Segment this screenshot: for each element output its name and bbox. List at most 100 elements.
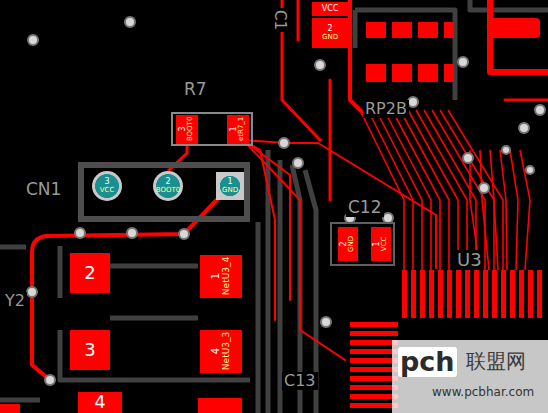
copper-pad [392, 22, 412, 38]
pad-text-group: C12 [346, 198, 384, 217]
net-name: GND [322, 34, 338, 41]
ic-pin [350, 394, 398, 399]
component-outline: R73BOOT01etR7_1 [171, 112, 253, 146]
ic-pin [465, 270, 470, 318]
pad-text-group: R7 [182, 80, 209, 99]
via [279, 138, 289, 148]
via [75, 228, 85, 238]
through-hole-pad: 1GND [216, 172, 244, 200]
via [458, 57, 468, 67]
ic-pin [474, 270, 479, 318]
copper-trace [408, 110, 458, 270]
copper-trace [368, 110, 413, 270]
pin-number: 1 [211, 273, 222, 279]
board-outline-traces [470, 0, 548, 10]
copper-trace [392, 110, 440, 270]
via [28, 35, 38, 45]
pin-number: 4 [211, 348, 222, 354]
via [125, 17, 135, 27]
pad-text-group: 3 [84, 341, 95, 360]
component-outline: C122GND1VCC [330, 222, 395, 266]
board-outline-traces [355, 10, 455, 100]
net-name: BOOT0 [188, 117, 195, 141]
copper-pad [392, 64, 412, 82]
smd-pad: 2GND [312, 18, 348, 48]
board-outline-traces [58, 246, 63, 298]
smd-pad: 2 [70, 253, 110, 293]
via [502, 146, 510, 154]
component-designator: Y2 [3, 292, 27, 310]
copper-trace [416, 110, 467, 270]
via [519, 123, 529, 133]
pin-number: 1 [373, 241, 381, 246]
pad-text-group: 1VCC [373, 237, 389, 252]
smd-pad: 1etR7_1 [227, 115, 249, 144]
pin-number: VCC [322, 5, 339, 13]
component-designator: R7 [184, 80, 207, 99]
copper-pad [366, 64, 386, 82]
via [479, 183, 489, 193]
copper-pad [418, 22, 438, 38]
ic-pin [519, 270, 524, 318]
ic-pin [411, 270, 416, 318]
pin-number: 2 [84, 264, 95, 283]
via [535, 105, 545, 115]
pad-text-group: 1etR7_1 [230, 117, 246, 141]
ic-pin [350, 403, 398, 408]
pin-number: 3 [179, 126, 187, 131]
ic-pin [350, 340, 398, 345]
via [179, 229, 189, 239]
ic-pin [456, 270, 461, 318]
smd-pad: VCC [312, 2, 348, 16]
ic-pin [438, 270, 443, 318]
pin-number: 3 [104, 178, 109, 186]
via [293, 158, 303, 168]
copper-pad [488, 18, 540, 38]
through-hole-pad: 3VCC [92, 171, 122, 201]
ic-pin [350, 376, 398, 381]
through-hole-pad: 2BOOT0 [153, 171, 183, 201]
net-name: GND [349, 236, 356, 252]
smd-pad: 4NetU3_3 [200, 330, 242, 373]
pad-text-group: 2GND [340, 236, 356, 252]
pin-number: 2 [165, 178, 170, 186]
pin-number: 3 [84, 341, 95, 360]
watermark: 联盟网 [464, 350, 528, 372]
smd-pad: 1NetU3_4 [200, 255, 242, 298]
ic-pin [447, 270, 452, 318]
net-name: GND [222, 187, 238, 194]
smd-pad: 3 [70, 330, 110, 370]
copper-trace [432, 110, 485, 270]
copper-trace [500, 150, 507, 270]
copper-trace [243, 140, 290, 300]
board-outline-traces [0, 245, 26, 250]
copper-trace [510, 150, 518, 270]
via [321, 317, 331, 327]
component-designator: RP2B [363, 100, 409, 118]
copper-trace [384, 110, 431, 270]
pad-text-group: 4 [94, 393, 105, 412]
copper-trace [424, 110, 476, 270]
ic-pin [429, 270, 434, 318]
pin-number: 1 [227, 178, 232, 186]
copper-trace [448, 110, 503, 270]
pin-number: 1 [230, 126, 238, 131]
component-designator: C13 [282, 372, 318, 390]
net-name: BOOT0 [156, 187, 180, 194]
smd-pad: 4 [78, 392, 122, 413]
pad-text-group: 3VCC [100, 178, 115, 194]
ic-pin [350, 322, 398, 327]
board-outline-traces [353, 10, 358, 48]
board-outline-traces [60, 330, 250, 380]
copper-trace [440, 110, 494, 270]
copper-trace [329, 80, 332, 200]
net-name: NetU3_3 [222, 332, 231, 370]
pad-text-group: 1GND [222, 178, 238, 194]
pad-text-group: VCC [322, 5, 339, 13]
smd-pad: 3BOOT0 [176, 115, 198, 144]
pad-text-group: 3BOOT0 [179, 117, 195, 141]
ic-pin [483, 270, 488, 318]
via [463, 153, 473, 163]
board-outline-traces [256, 222, 261, 413]
